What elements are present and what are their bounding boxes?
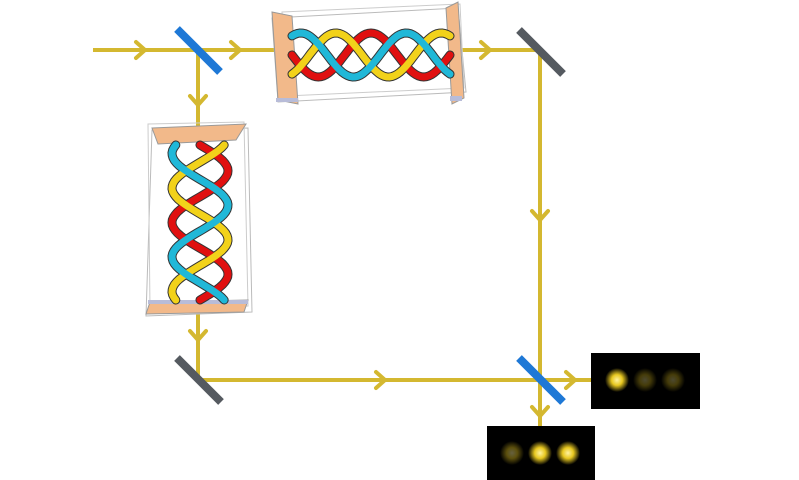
arrow-icon <box>134 40 147 60</box>
braid-box-vertical <box>145 121 253 317</box>
strand-cyan <box>288 29 454 81</box>
arrow-icon <box>564 370 577 390</box>
beam-arrows <box>134 40 577 418</box>
detector-bottom <box>487 426 595 480</box>
beam-splitter-input <box>174 26 223 75</box>
strand-red <box>288 29 454 81</box>
arrow-icon <box>479 40 492 60</box>
arrow-icon <box>188 329 208 342</box>
arrow-icon <box>188 94 208 107</box>
detector-right <box>591 353 700 409</box>
strand-cyan <box>168 141 232 304</box>
arrow-icon <box>229 40 242 60</box>
beam-splitter-output <box>516 355 566 405</box>
arrow-icon <box>374 370 387 390</box>
strand-red <box>168 141 232 304</box>
plate-top <box>151 123 247 145</box>
mirror-bottom-left <box>174 355 224 405</box>
arrow-icon <box>530 405 550 418</box>
braid-box-horizontal <box>271 1 467 105</box>
arrow-icon <box>530 209 550 222</box>
mirror-top-right <box>516 27 566 77</box>
